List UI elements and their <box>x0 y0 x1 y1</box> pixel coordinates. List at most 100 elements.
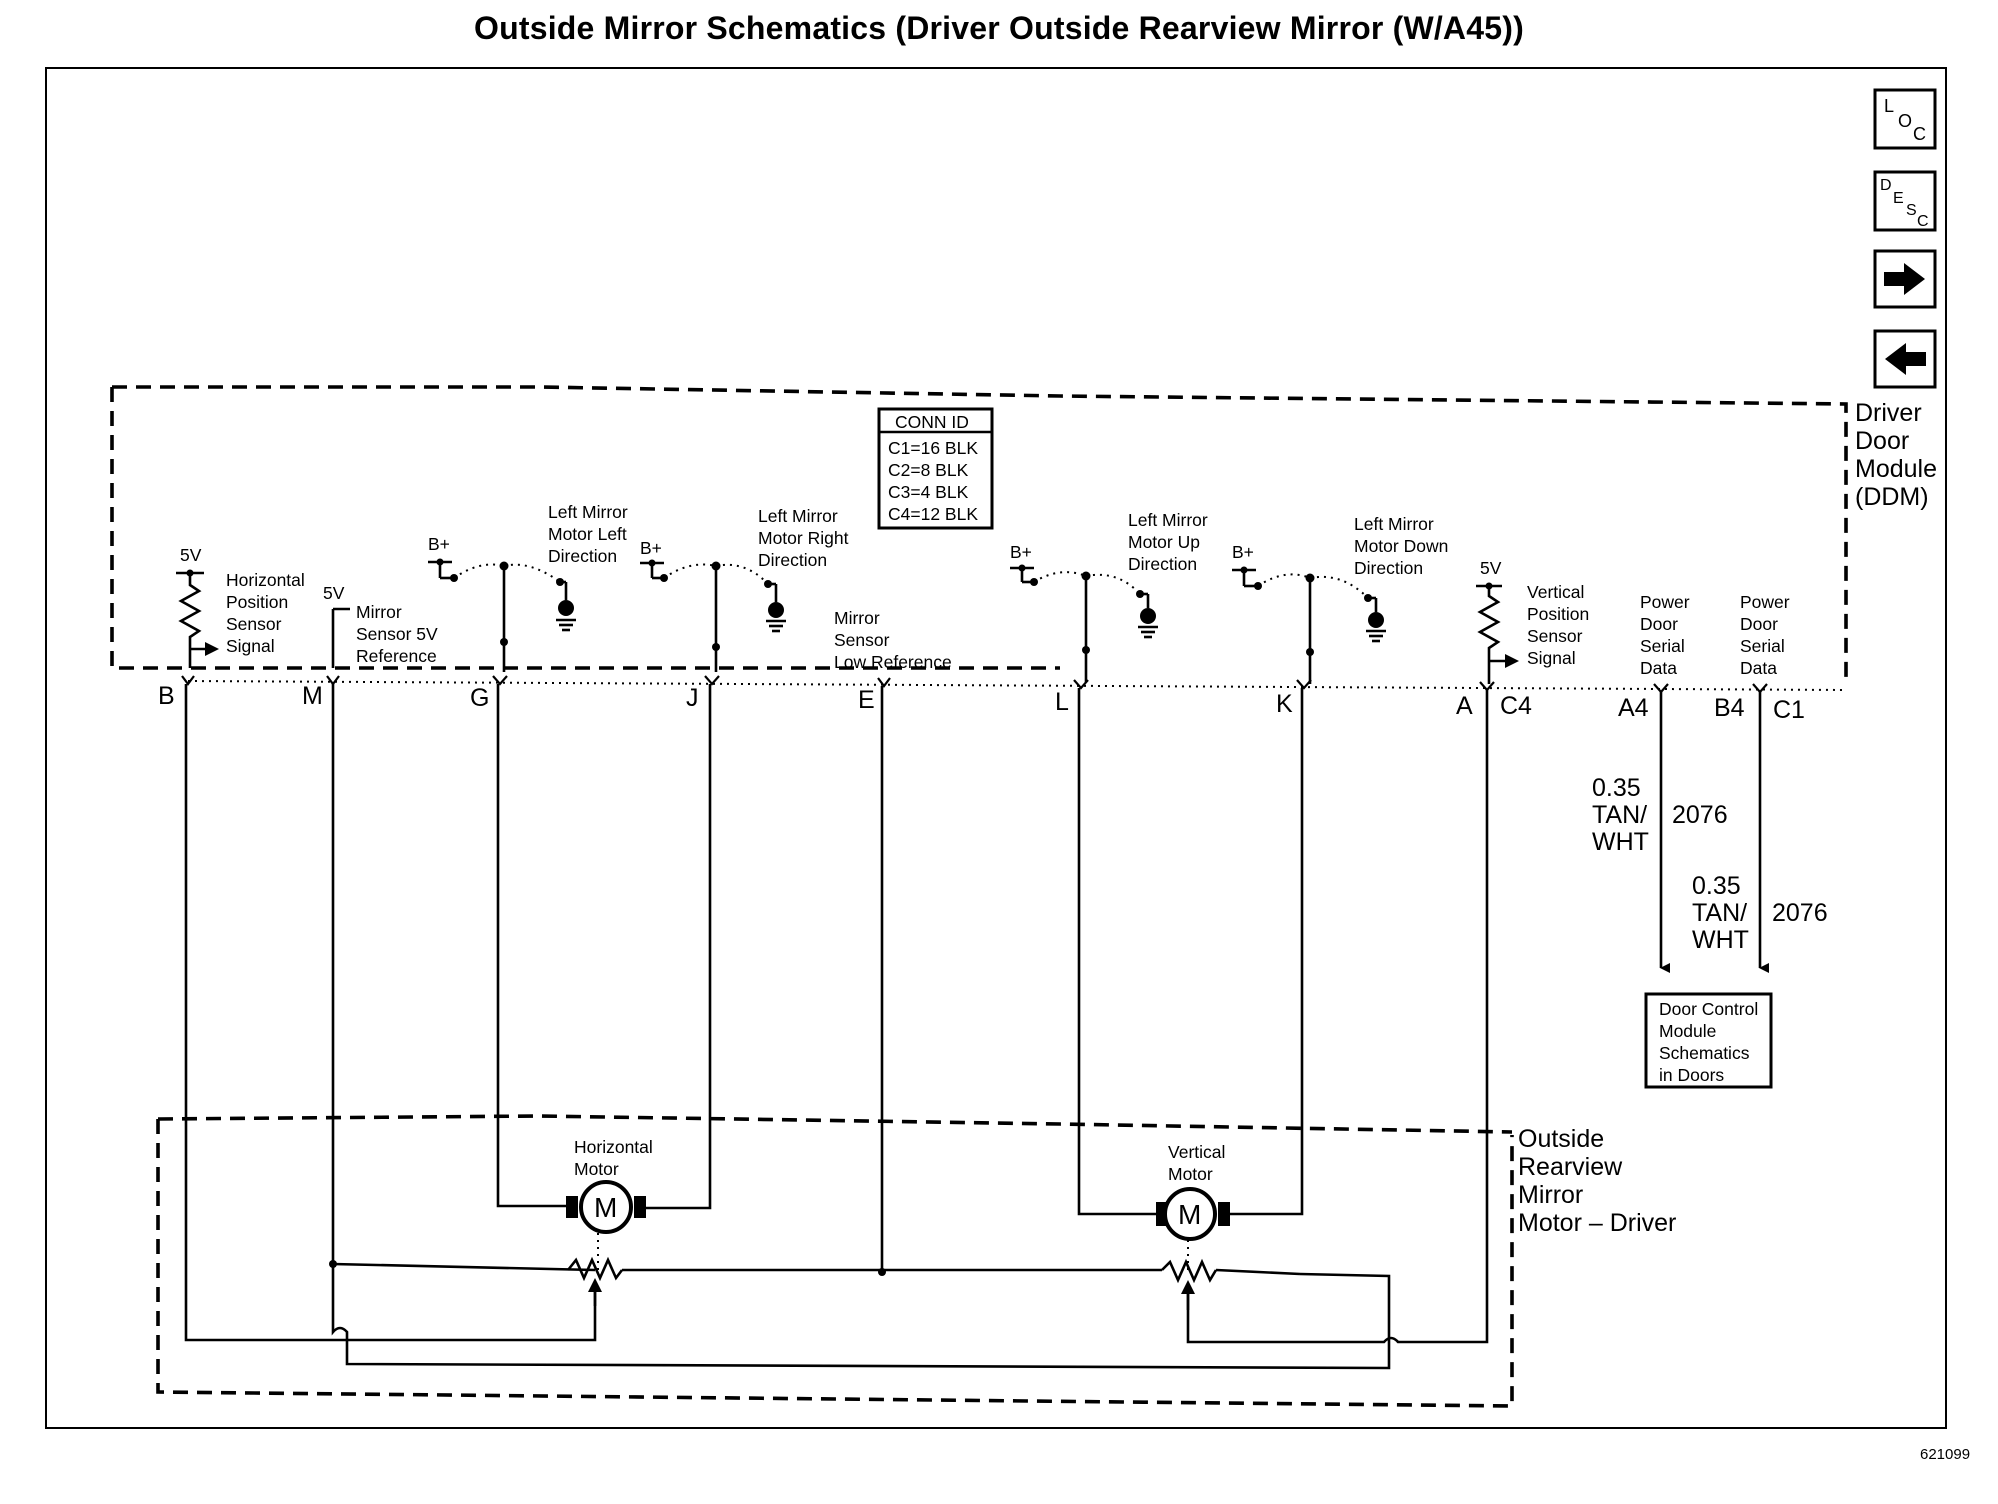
loc-button[interactable]: L O C <box>1873 88 1937 150</box>
svg-text:B+: B+ <box>640 538 662 558</box>
svg-text:Serial: Serial <box>1740 636 1785 656</box>
svg-text:Position: Position <box>226 592 288 612</box>
svg-text:Motor – Driver: Motor – Driver <box>1518 1209 1676 1237</box>
svg-text:WHT: WHT <box>1692 926 1749 954</box>
svg-text:B+: B+ <box>428 534 450 554</box>
svg-text:Direction: Direction <box>548 546 617 566</box>
svg-text:5V: 5V <box>1480 558 1502 578</box>
forward-button[interactable] <box>1873 249 1937 309</box>
svg-text:Sensor: Sensor <box>226 614 282 634</box>
svg-text:L: L <box>1055 688 1069 716</box>
svg-text:C: C <box>1913 124 1926 144</box>
motor-right-switch: B+ Left Mirror Motor Right Direction <box>640 506 849 672</box>
back-button[interactable] <box>1873 329 1937 389</box>
svg-text:M: M <box>302 682 323 710</box>
svg-text:TAN/: TAN/ <box>1592 801 1647 829</box>
svg-text:Horizontal: Horizontal <box>226 570 305 590</box>
svg-text:J: J <box>686 684 699 712</box>
svg-text:Power: Power <box>1640 592 1690 612</box>
svg-text:B4: B4 <box>1714 694 1745 722</box>
svg-text:Mirror: Mirror <box>356 602 402 622</box>
svg-text:Horizontal: Horizontal <box>574 1137 653 1157</box>
svg-text:Sensor 5V: Sensor 5V <box>356 624 438 644</box>
svg-text:M: M <box>1178 1199 1201 1230</box>
svg-text:Reference: Reference <box>356 646 437 666</box>
motor-up-switch: B+ Left Mirror Motor Up Direction <box>1010 510 1208 682</box>
svg-text:E: E <box>1893 190 1904 207</box>
svg-text:Position: Position <box>1527 604 1589 624</box>
right-arrow-icon <box>1884 263 1925 295</box>
horizontal-motor: M Horizontal Motor <box>566 1137 653 1306</box>
svg-text:Mirror: Mirror <box>1518 1181 1583 1209</box>
svg-text:0.35: 0.35 <box>1692 872 1741 900</box>
motor-left-switch: B+ Left Mirror Motor Left Direction <box>428 502 628 672</box>
svg-text:G: G <box>470 684 489 712</box>
svg-text:Left Mirror: Left Mirror <box>758 506 838 526</box>
mirror-sensor-5v-reference: 5V Mirror Sensor 5V Reference <box>323 583 438 668</box>
svg-text:(DDM): (DDM) <box>1855 483 1929 511</box>
svg-text:O: O <box>1898 111 1912 131</box>
svg-text:Left Mirror: Left Mirror <box>1354 514 1434 534</box>
svg-text:Motor Down: Motor Down <box>1354 536 1448 556</box>
svg-text:WHT: WHT <box>1592 828 1649 856</box>
conn-id-table: CONN ID C1=16 BLK C2=8 BLK C3=4 BLK C4=1… <box>877 407 994 530</box>
vertical-motor: M Vertical Motor <box>1156 1142 1301 1310</box>
svg-text:Motor: Motor <box>1168 1164 1213 1184</box>
harness-wires <box>184 684 1489 1370</box>
power-door-serial-data-label-a4: Power Door Serial Data <box>1640 592 1690 678</box>
svg-text:Door: Door <box>1740 614 1778 634</box>
svg-text:Door: Door <box>1855 427 1909 455</box>
svg-text:B+: B+ <box>1232 542 1254 562</box>
mirror-sensor-low-reference-label: Mirror Sensor Low Reference <box>834 608 952 672</box>
mirror-assembly-label: Outside Rearview Mirror Motor – Driver <box>1518 1125 1676 1237</box>
page-border <box>45 67 1947 1429</box>
svg-text:Signal: Signal <box>1527 648 1576 668</box>
svg-text:Direction: Direction <box>1128 554 1197 574</box>
wire-label-b4: 0.35 TAN/ WHT 2076 <box>1692 872 1828 954</box>
svg-text:Signal: Signal <box>226 636 275 656</box>
vertical-position-sensor: 5V Vertical Position Sensor Signal <box>1476 558 1589 684</box>
image-id: 621099 <box>1920 1446 1971 1463</box>
door-control-module-reference[interactable]: Door Control Module Schematics in Doors <box>1644 992 1773 1089</box>
svg-text:A: A <box>1456 692 1473 720</box>
svg-text:Motor Up: Motor Up <box>1128 532 1200 552</box>
svg-text:Mirror: Mirror <box>834 608 880 628</box>
svg-text:Motor: Motor <box>574 1159 619 1179</box>
svg-text:C4=12 BLK: C4=12 BLK <box>888 504 978 524</box>
connector-chevrons <box>181 675 1768 694</box>
svg-text:Left Mirror: Left Mirror <box>548 502 628 522</box>
page-title: Outside Mirror Schematics (Driver Outsid… <box>474 10 1524 46</box>
svg-text:Motor Left: Motor Left <box>548 524 627 544</box>
ddm-label: Driver Door Module (DDM) <box>1855 399 1937 511</box>
svg-text:2076: 2076 <box>1672 801 1728 829</box>
svg-text:C1=16 BLK: C1=16 BLK <box>888 438 978 458</box>
svg-text:in Doors: in Doors <box>1659 1065 1724 1085</box>
svg-text:M: M <box>594 1192 617 1223</box>
svg-text:Serial: Serial <box>1640 636 1685 656</box>
svg-text:Rearview: Rearview <box>1518 1153 1623 1181</box>
ddm-module-box <box>110 385 1848 691</box>
svg-text:0.35: 0.35 <box>1592 774 1641 802</box>
svg-text:Motor Right: Motor Right <box>758 528 849 548</box>
svg-text:Left Mirror: Left Mirror <box>1128 510 1208 530</box>
pin-labels: B M G J E L K A C4 A4 B4 C1 <box>158 682 1805 724</box>
svg-text:Door Control: Door Control <box>1659 999 1758 1019</box>
svg-text:Driver: Driver <box>1855 399 1922 427</box>
svg-text:Door: Door <box>1640 614 1678 634</box>
svg-text:Power: Power <box>1740 592 1790 612</box>
svg-text:C3=4 BLK: C3=4 BLK <box>888 482 969 502</box>
desc-button[interactable]: D E S C <box>1873 170 1937 232</box>
svg-text:C1: C1 <box>1773 696 1805 724</box>
svg-text:Sensor: Sensor <box>834 630 890 650</box>
power-door-serial-data-label-b4: Power Door Serial Data <box>1740 592 1790 678</box>
svg-text:Direction: Direction <box>1354 558 1423 578</box>
svg-text:Data: Data <box>1740 658 1777 678</box>
svg-text:Data: Data <box>1640 658 1677 678</box>
svg-text:C2=8 BLK: C2=8 BLK <box>888 460 969 480</box>
svg-text:L: L <box>1884 96 1894 116</box>
svg-text:E: E <box>858 686 875 714</box>
svg-text:5V: 5V <box>180 545 202 565</box>
serial-data-wires <box>1659 692 1769 973</box>
svg-text:2076: 2076 <box>1772 899 1828 927</box>
